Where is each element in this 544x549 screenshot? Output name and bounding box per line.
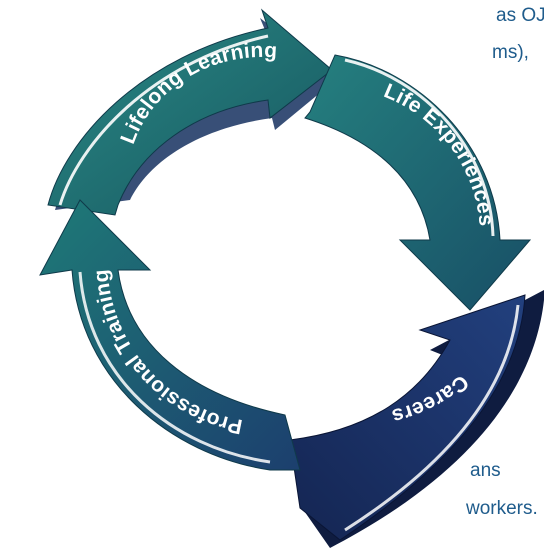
arrow-life-experiences bbox=[304, 54, 532, 311]
arrow-professional-training bbox=[39, 199, 301, 471]
arrow-careers bbox=[289, 294, 526, 541]
text-fragment-top-2: ms), bbox=[492, 42, 529, 63]
text-fragment-bottom-2: ans bbox=[470, 460, 501, 481]
text-fragment-bottom-3: workers. bbox=[466, 498, 538, 519]
arrow-lifelong-learning bbox=[47, 8, 333, 216]
text-fragment-top-1: as OJT, bbox=[496, 5, 544, 26]
